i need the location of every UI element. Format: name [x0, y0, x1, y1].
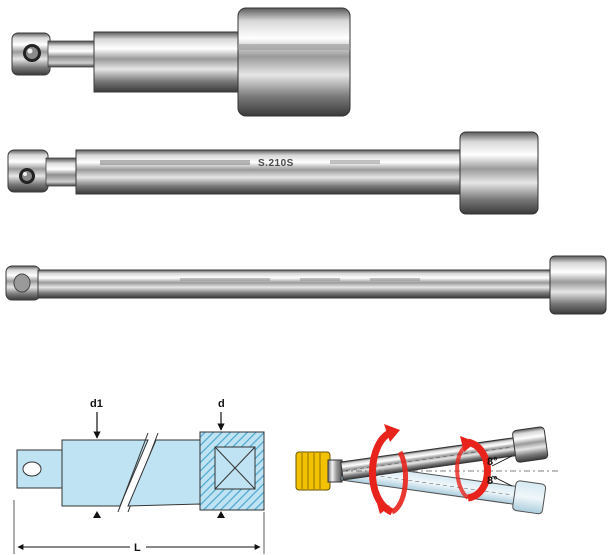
dimension-label-length: L: [134, 542, 141, 554]
angle-label-top: 8°: [487, 456, 498, 468]
extension-short: [11, 7, 351, 117]
extension-long: [5, 255, 607, 315]
dimension-drawing: d1 d L: [13, 398, 265, 554]
extension-medium: S.210S: [7, 131, 539, 215]
angle-label-bottom: 8°: [487, 475, 498, 487]
wobble-diagram: 8° 8°: [295, 424, 560, 516]
dimension-label-d: d: [218, 398, 225, 410]
extension-medium-marking: S.210S: [258, 158, 294, 169]
dimension-label-d1: d1: [90, 398, 103, 410]
rotation-arrow-right: [466, 438, 491, 502]
